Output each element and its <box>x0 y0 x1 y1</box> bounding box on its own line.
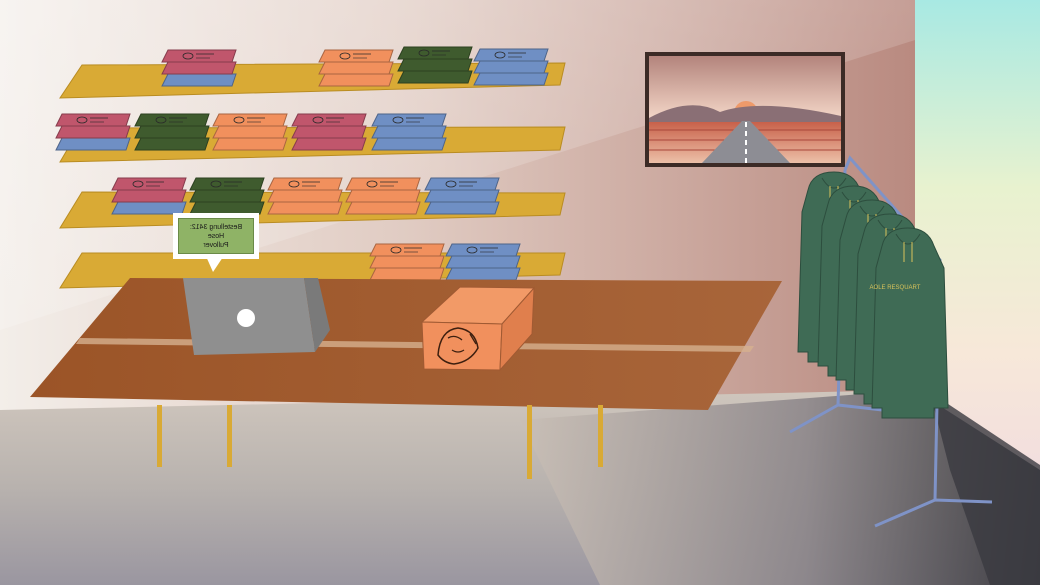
folded-shirt-stack <box>371 113 447 151</box>
table-leg <box>157 405 162 467</box>
hoodie-icon <box>871 227 949 419</box>
floor-shadow <box>520 390 1040 585</box>
folded-shirt-stack <box>267 177 343 215</box>
floor-strip <box>930 392 1040 585</box>
hoodie-group <box>797 171 949 419</box>
laptop-icon <box>183 278 330 355</box>
table-leg <box>227 405 232 467</box>
order-note-line-1: Bestellung 3412: <box>189 223 243 231</box>
folded-shirt-stack <box>345 177 421 215</box>
order-note-line-3: Pullover <box>203 241 229 249</box>
folded-shirt-stack <box>111 177 187 215</box>
folded-shirt-stack <box>397 46 473 84</box>
cardboard-box-icon <box>420 286 536 372</box>
folded-shirt-stack <box>291 113 367 151</box>
folded-shirt-stack <box>212 113 288 151</box>
folded-shirt-stack <box>445 243 521 281</box>
folded-shirt-stack <box>369 243 445 281</box>
order-note: Bestellung 3412: Hose Pullover <box>178 218 254 254</box>
folded-shirt-stack <box>424 177 500 215</box>
folded-shirt-stack <box>189 177 265 215</box>
folded-shirt-stack <box>473 48 549 86</box>
folded-shirt-stack <box>55 113 131 151</box>
folded-shirt-stack <box>134 113 210 151</box>
landscape-painting-icon <box>645 52 845 167</box>
table-leg <box>527 405 532 479</box>
hoodie-logo-text: AOLE RESQUART <box>870 285 921 291</box>
folded-shirt-stack <box>318 49 394 87</box>
table-leg <box>598 405 603 467</box>
order-note-line-2: Hose <box>207 232 225 240</box>
folded-shirt-stack <box>161 49 237 87</box>
